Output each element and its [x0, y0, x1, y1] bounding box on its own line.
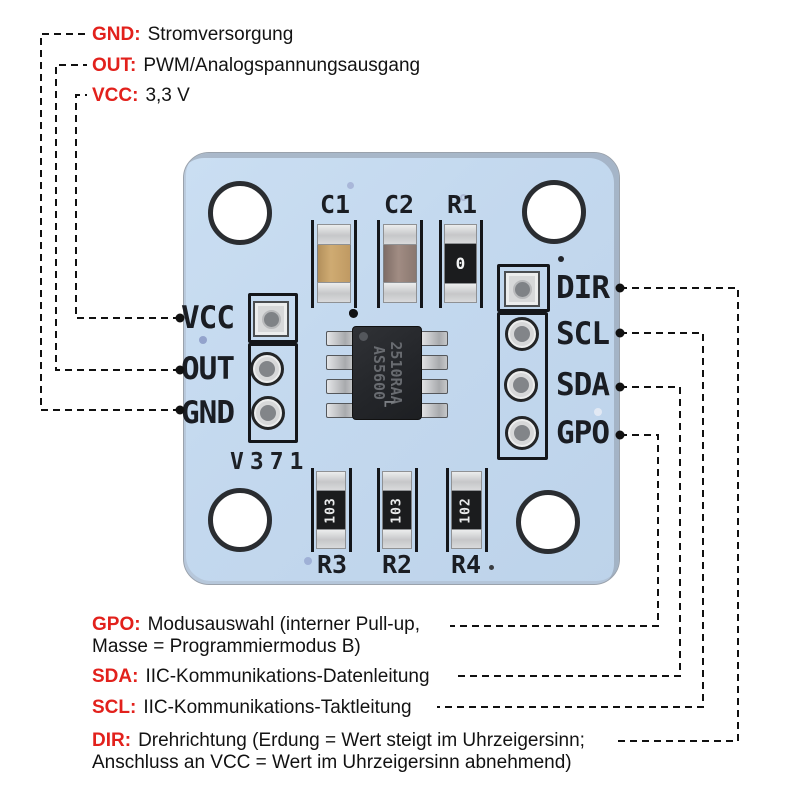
c1-bracket — [354, 220, 357, 308]
pin-desc-sda: IIC-Kommunikations-Datenleitung — [145, 666, 430, 687]
r3-bracket — [349, 468, 352, 552]
silk-label-sda: SDA — [556, 367, 610, 403]
silk-label-dir: DIR — [556, 270, 610, 306]
r4-bracket — [485, 468, 488, 552]
resistor-r4: 102 — [451, 471, 482, 549]
silk-dot — [558, 256, 564, 262]
vcc-pad — [253, 301, 289, 337]
pin-desc-gpo-line2: Masse = Programmiermodus B) — [92, 636, 361, 657]
silk-label-scl: SCL — [556, 316, 610, 352]
out-pad — [250, 352, 284, 386]
pin-label-sda: SDA — [92, 666, 138, 687]
ic-suffix-letter: L — [380, 399, 396, 408]
silk-label-r1: R1 — [447, 190, 478, 219]
annotation-gpo: GPO Modusauswahl (interner Pull-up, Masse… — [92, 614, 420, 658]
pin-label-dir: DIR — [92, 730, 131, 751]
ic-pin — [326, 379, 354, 394]
silk-label-c2: C2 — [384, 190, 415, 219]
r1-bracket — [439, 220, 442, 308]
r3-bracket — [311, 468, 314, 552]
r2-bracket — [377, 468, 380, 552]
r4-marking: 102 — [458, 496, 474, 524]
silk-label-r2: R2 — [382, 550, 413, 579]
mounting-hole-top-left — [208, 181, 272, 245]
r2-marking: 103 — [389, 496, 405, 524]
connector-dir — [616, 287, 739, 742]
r3-marking: 103 — [323, 496, 339, 524]
ic-pin — [420, 403, 448, 418]
connector-vcc — [75, 94, 180, 319]
pin-desc-gnd: Stromversorgung — [147, 24, 294, 45]
pin-desc-dir-line1: Drehrichtung (Erdung = Wert steigt im Uh… — [138, 730, 585, 751]
r4-bracket — [446, 468, 449, 552]
silk-label-r4: R4 — [451, 550, 482, 579]
mounting-hole-bottom-right — [516, 490, 580, 554]
capacitor-c1 — [317, 224, 351, 303]
silk-label-out: OUT — [181, 351, 235, 387]
ic-pin — [420, 379, 448, 394]
ic-pin — [326, 403, 354, 418]
r2-bracket — [415, 468, 418, 552]
annotation-scl: SCL IIC-Kommunikations-Taktleitung — [92, 697, 412, 719]
annotation-vcc: VCC 3,3 V — [92, 85, 190, 107]
mounting-hole-bottom-left — [208, 488, 272, 552]
mounting-hole-top-right — [522, 180, 586, 244]
silk-label-gpo: GPO — [556, 415, 610, 451]
scl-pad — [505, 317, 539, 351]
pin-label-scl: SCL — [92, 697, 136, 718]
ic-part-line: AS5600 — [370, 345, 388, 401]
silk-label-c1: C1 — [320, 190, 351, 219]
ic-pin — [326, 331, 354, 346]
c2-bracket — [420, 220, 423, 308]
silk-label-vcc: VCC — [181, 300, 235, 336]
c1-bracket — [311, 220, 314, 308]
gnd-pad — [251, 396, 285, 430]
resistor-r3: 103 — [316, 471, 346, 549]
pin-label-gnd: GND — [92, 24, 141, 45]
ic-pin — [326, 355, 354, 370]
c2-bracket — [377, 220, 380, 308]
connector-out — [55, 64, 180, 371]
ic-pin — [420, 355, 448, 370]
resistor-r2: 103 — [382, 471, 412, 549]
silk-dot — [349, 309, 358, 318]
ic-pin1-dot — [359, 332, 368, 341]
ic-pin — [420, 331, 448, 346]
pin-label-out: OUT — [92, 55, 136, 76]
via-dot — [460, 194, 467, 201]
dir-pad — [504, 271, 540, 307]
silk-label-gnd: GND — [181, 395, 235, 431]
annotation-dir: DIR Drehrichtung (Erdung = Wert steigt im… — [92, 730, 585, 774]
pin-desc-dir-line2: Anschluss an VCC = Wert im Uhrzeigersinn… — [92, 752, 572, 773]
r1-marking: 0 — [455, 254, 466, 273]
gpo-pad — [505, 416, 539, 450]
silk-version-label: V371 — [230, 449, 310, 475]
pin-label-gpo: GPO — [92, 614, 141, 635]
ic-as5600-body — [352, 326, 422, 420]
left-pin-box-out-gnd — [248, 343, 298, 443]
via-dot — [347, 182, 354, 189]
capacitor-c2 — [383, 224, 417, 303]
pin-desc-scl: IIC-Kommunikations-Taktleitung — [143, 697, 412, 718]
ic-marking-text: 2510RAA AS5600 — [370, 341, 405, 405]
pin-label-vcc: VCC — [92, 85, 138, 106]
annotation-out: OUT PWM/Analogspannungsausgang — [92, 55, 420, 77]
r1-bracket — [480, 220, 483, 308]
left-pin-box-vcc — [248, 293, 298, 343]
silk-dot — [489, 565, 494, 570]
resistor-r1: 0 — [444, 224, 477, 303]
pin-desc-vcc: 3,3 V — [145, 85, 190, 106]
silk-label-r3: R3 — [317, 550, 348, 579]
pin-desc-out: PWM/Analogspannungsausgang — [143, 55, 421, 76]
right-pin-box-dir — [497, 264, 550, 312]
annotation-gnd: GND Stromversorgung — [92, 24, 293, 46]
pin-desc-gpo-line1: Modusauswahl (interner Pull-up, — [147, 614, 421, 635]
annotation-sda: SDA IIC-Kommunikations-Datenleitung — [92, 666, 430, 688]
ic-batch-line: 2510RAA — [387, 341, 405, 405]
via-dot — [199, 336, 207, 344]
sda-pad — [504, 368, 538, 402]
via-dot — [304, 557, 312, 565]
